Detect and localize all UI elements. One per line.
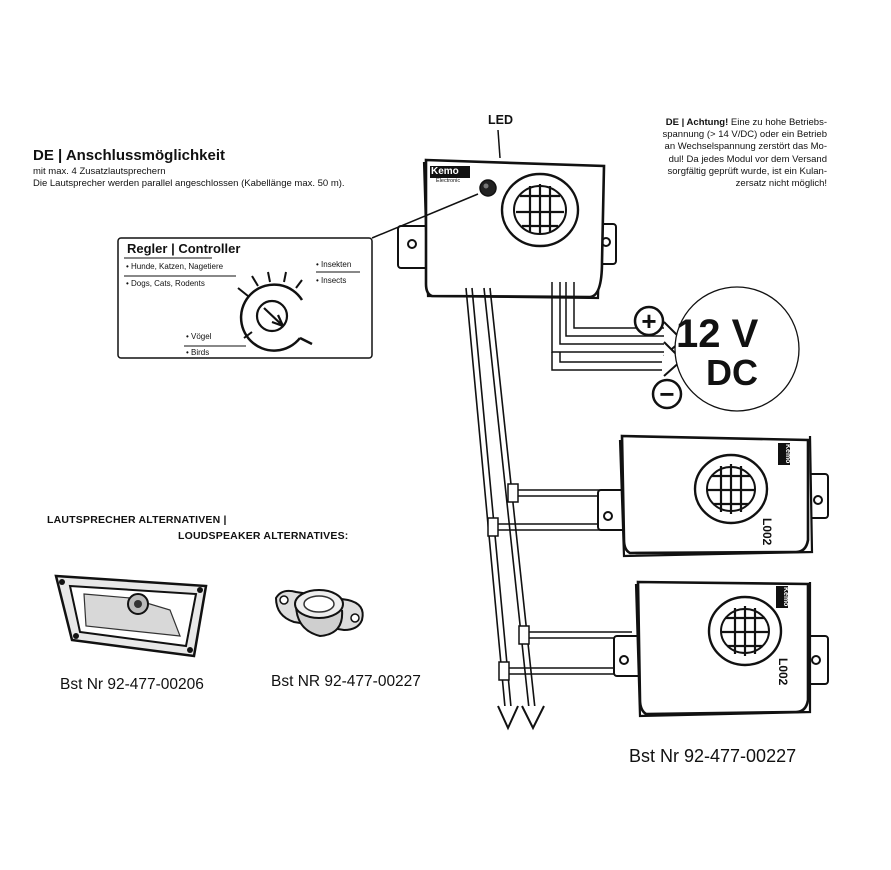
speaker-grill (500, 172, 580, 248)
mode-birds-en: • Birds (186, 348, 210, 357)
part-number-horn: Bst Nr 92-477-00206 (60, 676, 204, 693)
part-number-buzzer: Bst NR 92-477-00227 (271, 673, 421, 690)
mode-mammals-en: • Dogs, Cats, Rodents (126, 279, 205, 288)
brand-logo: Kemo (431, 166, 459, 177)
alternatives-heading-en: LOUDSPEAKER ALTERNATIVES: (178, 530, 349, 542)
extra-speaker-2 (613, 580, 829, 718)
mode-birds-de: • Vögel (186, 332, 212, 341)
speaker-1-model: L002 (760, 518, 774, 546)
warning-label: DE | Achtung! (665, 117, 729, 128)
controller-title: Regler | Controller (127, 241, 241, 256)
main-part-number: Bst Nr 92-477-00227 (629, 746, 797, 766)
parallel-note: Die Lautsprecher werden parallel angesch… (33, 178, 345, 189)
speaker-2-model: L002 (776, 658, 790, 686)
main-unit (371, 129, 617, 300)
warning-text: DE | Achtung! Eine zu hohe Betriebs- spa… (662, 117, 827, 190)
speaker-1-brand: Kemo (784, 444, 791, 464)
horn-speaker-picture (54, 574, 208, 658)
extra-speaker-1 (597, 434, 829, 558)
mode-insects-en: • Insects (316, 276, 347, 285)
section-title: DE | Anschlussmöglichkeit (33, 147, 226, 164)
plus-sign: + (641, 306, 657, 336)
power-wires (551, 282, 800, 412)
mode-insects-de: • Insekten (316, 260, 352, 269)
alternatives-heading-de: LAUTSPRECHER ALTERNATIVEN | (47, 514, 227, 526)
led-label: LED (488, 113, 513, 127)
max-speakers-note: mit max. 4 Zusatzlautsprechern (33, 166, 166, 177)
speaker-wires (465, 287, 640, 731)
minus-sign: − (659, 379, 675, 409)
voltage-label: 12 V (676, 312, 759, 356)
dc-label: DC (706, 352, 758, 393)
speaker-2-brand: Kemo (782, 587, 789, 607)
controller-callout (117, 237, 373, 359)
buzzer-speaker-picture (274, 589, 364, 638)
mode-mammals-de: • Hunde, Katzen, Nagetiere (126, 262, 224, 271)
brand-subtitle: Electronic (436, 178, 461, 184)
